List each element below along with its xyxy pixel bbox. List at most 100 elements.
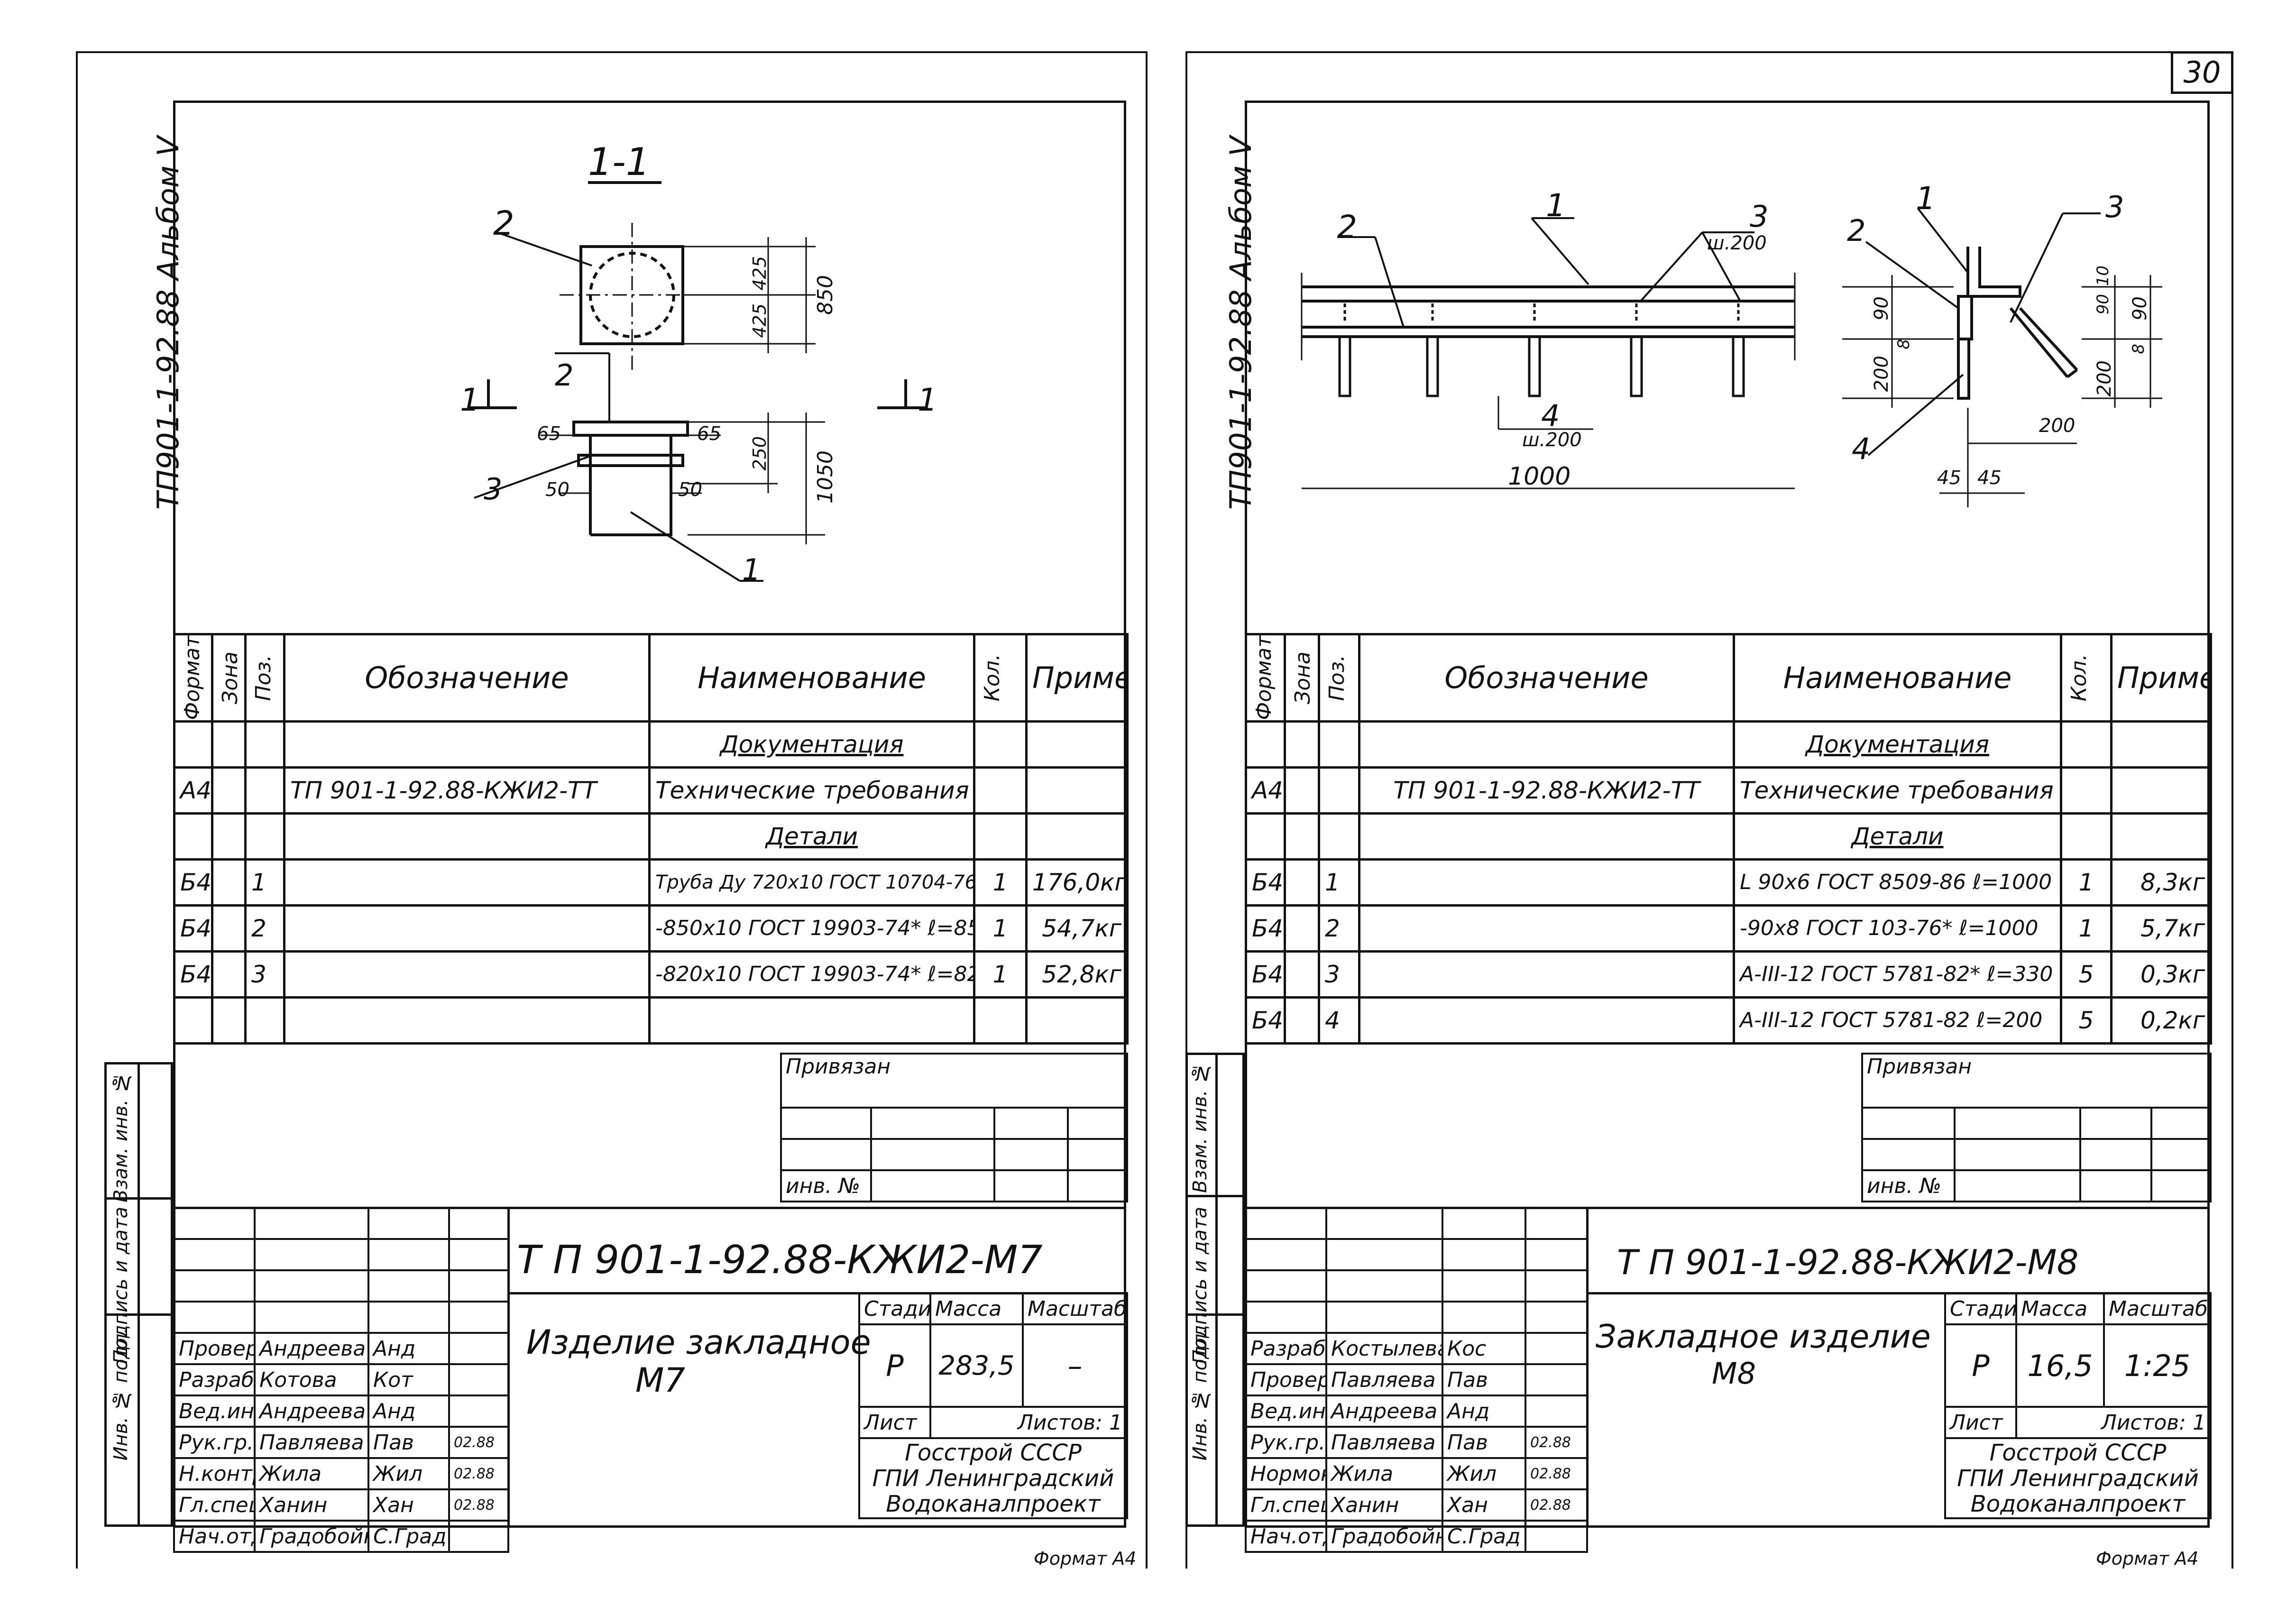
right-dim-90a: 90 [1871, 296, 1892, 321]
right-dim-8a: 8 [1894, 339, 1913, 349]
spec-header-qty: Кол. [2060, 633, 2112, 723]
spec-cell-note: 176,0кг [1025, 858, 1129, 907]
right-org: Госстрой СССР ГПИ Ленинградский Водокана… [1944, 1437, 2212, 1519]
left-stage-label: Стадия [858, 1292, 931, 1325]
right-callout-1b: 1 [1916, 180, 1936, 217]
right-dim-sh200b: ш.200 [1522, 429, 1582, 451]
right-stage: Р [1944, 1323, 2017, 1408]
left-bound-label: Привязан [780, 1053, 1129, 1109]
left-item-mark: М7 [635, 1361, 685, 1400]
table-row: Документация [1245, 720, 2212, 769]
spec-header-format: Формат [1245, 633, 1286, 723]
spec-cell-name: -850х10 ГОСТ 19903-74* ℓ=850 [648, 904, 975, 953]
spec-section-title: Детали [648, 812, 975, 861]
right-dim-10: 10 [2094, 266, 2112, 286]
spec-header-name: Наименование [648, 633, 975, 723]
left-org-line-2: ГПИ Ленинградский [872, 1465, 1114, 1492]
spec-header-name: Наименование [1733, 633, 2062, 723]
left-scale: – [1022, 1323, 1128, 1408]
right-bound-block: Привязан инв. № [1861, 1053, 2212, 1202]
left-sheet-label: Лист [858, 1406, 931, 1439]
left-dim-50b: 50 [678, 479, 702, 501]
right-item-title: Закладное изделие [1596, 1318, 1931, 1356]
right-format-mark: Формат А4 [2096, 1548, 2199, 1569]
left-mass: 283,5 [929, 1323, 1024, 1408]
right-callout-4a: 4 [1541, 398, 1560, 433]
left-item-title: Изделие закладное [526, 1323, 871, 1362]
spec-cell-note: 8,3кг [2110, 858, 2212, 907]
right-mass-label: Масса [2015, 1292, 2105, 1325]
spec-cell-qty: 1 [973, 950, 1028, 999]
left-section-label: 1-1 [588, 140, 650, 184]
spec-header-qty: Кол. [973, 633, 1028, 723]
spec-cell-format: А4 [173, 766, 213, 815]
right-dim-sh200a: ш.200 [1707, 232, 1767, 254]
spec-cell-format: Б4 [1245, 904, 1286, 953]
left-bound-block: Привязан инв. № [780, 1053, 1129, 1202]
left-spec-table: Формат Зона Поз. Обозначение Наименовани… [173, 633, 1129, 1045]
right-callout-3a: 3 [1750, 199, 1769, 234]
spec-cell-qty: 1 [973, 904, 1028, 953]
spec-cell-format: Б4 [1245, 950, 1286, 999]
right-dim-200b: 200 [1871, 356, 1892, 392]
right-org-line-1: Госстрой СССР [1989, 1439, 2167, 1466]
spec-cell-pos: 3 [1318, 950, 1360, 999]
left-inv-label: инв. № [780, 1169, 872, 1202]
spec-cell-qty: 1 [2060, 904, 2112, 953]
spec-section-title: Документация [648, 720, 975, 769]
right-dim-200c: 200 [2094, 360, 2115, 397]
left-dim-65a: 65 [537, 423, 561, 445]
spec-header-note: Примеч. [2110, 633, 2212, 723]
spec-cell-pos: 4 [1318, 996, 1360, 1045]
spec-cell-pos: 3 [244, 950, 285, 999]
spec-cell-format: Б4 [173, 950, 213, 999]
right-stage-block: СтадияМассаМасштаб Р16,51:25 ЛистЛистов:… [1944, 1292, 2212, 1519]
right-side-stamp [1185, 1053, 1245, 1527]
spec-cell-note: 0,3кг [2110, 950, 2212, 999]
right-doc-code: Т П 901-1-92.88-КЖИ2-М8 [1617, 1242, 2079, 1282]
spec-cell-designation: ТП 901-1-92.88-КЖИ2-ТТ [283, 766, 651, 815]
right-dim-1000: 1000 [1508, 462, 1571, 491]
left-dim-50a: 50 [545, 479, 569, 501]
spec-cell-name: Труба Ду 720х10 ГОСТ 10704-76* ℓ=1040 [648, 858, 975, 907]
spec-cell-pos: 1 [244, 858, 285, 907]
spec-cell-name: А-III-12 ГОСТ 5781-82* ℓ=330 [1733, 950, 2062, 999]
table-row [173, 996, 1129, 1045]
left-spec-header: Формат Зона Поз. Обозначение Наименовани… [173, 633, 1129, 723]
left-cut-mark-2: 1 [918, 382, 937, 418]
right-callout-2a: 2 [1337, 209, 1357, 245]
right-dim-90b: 90 [2094, 294, 2112, 315]
left-mass-label: Масса [929, 1292, 1024, 1325]
spec-cell-name: -820х10 ГОСТ 19903-74* ℓ=820 [648, 950, 975, 999]
left-format-mark: Формат А4 [1034, 1548, 1137, 1569]
right-callout-3b: 3 [2105, 190, 2124, 224]
right-dim-90c: 90 [2129, 296, 2151, 321]
right-stamp-sign: Подпись и дата [1189, 1207, 1211, 1364]
page-number-box: 30 [2171, 51, 2233, 94]
spec-header-format: Формат [173, 633, 213, 723]
spec-cell-note: 52,8кг [1025, 950, 1129, 999]
left-stage: Р [858, 1323, 931, 1408]
spec-cell-format: Б4 [1245, 858, 1286, 907]
right-spec-table: Формат Зона Поз. Обозначение Наименовани… [1245, 633, 2212, 1045]
right-dim-8b: 8 [2129, 344, 2148, 354]
spec-cell-format: Б4 [173, 904, 213, 953]
left-org: Госстрой СССР ГПИ Ленинградский Водокана… [858, 1437, 1128, 1519]
right-dim-200a: 200 [2039, 415, 2076, 437]
